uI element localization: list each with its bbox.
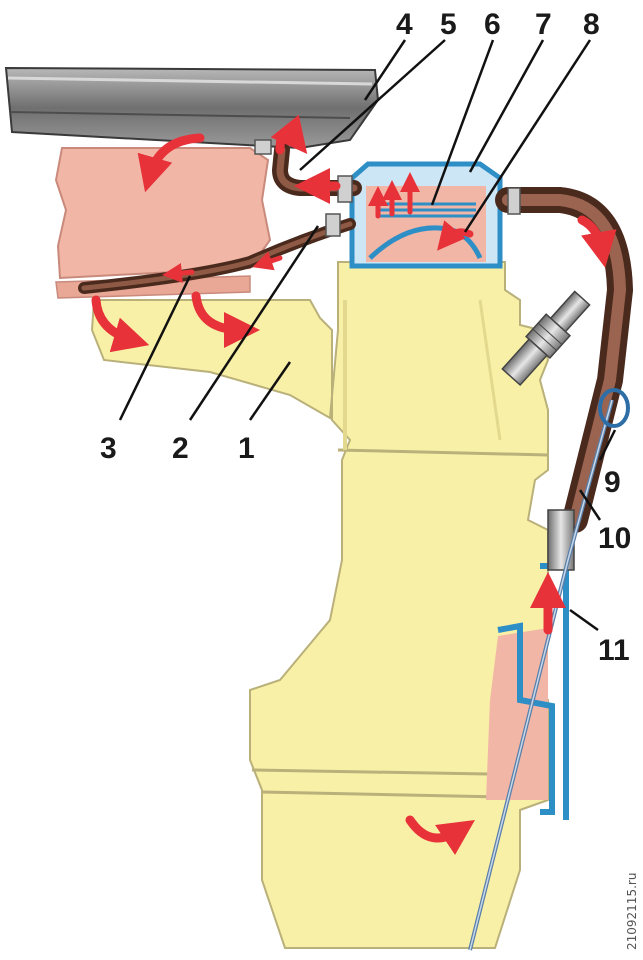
hose-clamp — [325, 213, 341, 237]
hose-clamp — [507, 187, 521, 215]
leader-line-1 — [248, 361, 292, 421]
callouts: 4 5 6 7 8 3 2 1 9 10 11 — [100, 8, 631, 667]
dipstick-rod — [469, 399, 613, 951]
leader-line-5 — [299, 39, 446, 171]
callout-11: 11 — [598, 634, 630, 667]
flow-arrow — [405, 815, 475, 855]
callout-5: 5 — [440, 8, 457, 41]
callout-6: 6 — [484, 8, 501, 41]
callout-10: 10 — [598, 522, 631, 555]
air-filter-rim — [7, 76, 373, 86]
small-hose-highlight — [81, 221, 353, 291]
leader-line-7 — [468, 39, 545, 173]
flow-arrow — [252, 251, 283, 271]
flow-arrow — [162, 263, 195, 283]
callout-7: 7 — [535, 8, 552, 41]
dipstick-guide-tube — [547, 509, 575, 571]
engine-block — [90, 261, 550, 949]
callout-3: 3 — [100, 432, 117, 465]
flow-arrows — [91, 114, 617, 855]
flow-arrow — [437, 220, 474, 251]
dipstick-handle — [598, 388, 630, 428]
block-seam — [478, 299, 502, 441]
carburetor-body — [54, 147, 272, 280]
block-seam — [337, 448, 549, 457]
separator-interior — [366, 186, 486, 262]
leader-line-2 — [188, 225, 320, 421]
flow-arrow — [91, 295, 150, 353]
leader-lines — [118, 39, 617, 632]
spark-plug — [501, 290, 591, 387]
leader-line-9 — [598, 429, 617, 461]
hose-clamp — [254, 139, 272, 155]
flow-arrow — [137, 133, 205, 193]
dipstick-assembly — [468, 388, 630, 951]
leader-line-6 — [430, 39, 495, 206]
flow-arrow — [270, 114, 308, 155]
leader-line-3 — [118, 275, 192, 421]
callout-1: 1 — [238, 432, 255, 465]
callout-4: 4 — [396, 8, 413, 41]
callout-2: 2 — [172, 432, 189, 465]
flow-arrow — [577, 215, 617, 268]
leader-line-8 — [463, 39, 592, 233]
leader-line-11 — [569, 608, 599, 632]
crankcase-wall — [497, 622, 555, 815]
oil-separator — [349, 161, 503, 269]
leader-line-10 — [578, 489, 602, 521]
callout-8: 8 — [583, 8, 600, 41]
callout-9: 9 — [604, 466, 621, 499]
crankcase-pocket — [486, 628, 548, 800]
hose-clamp — [337, 175, 353, 203]
flow-arrow — [191, 291, 260, 348]
watermark: 21092115.ru — [625, 873, 639, 950]
cylinder-block — [90, 261, 550, 949]
leader-line-4 — [363, 39, 407, 101]
